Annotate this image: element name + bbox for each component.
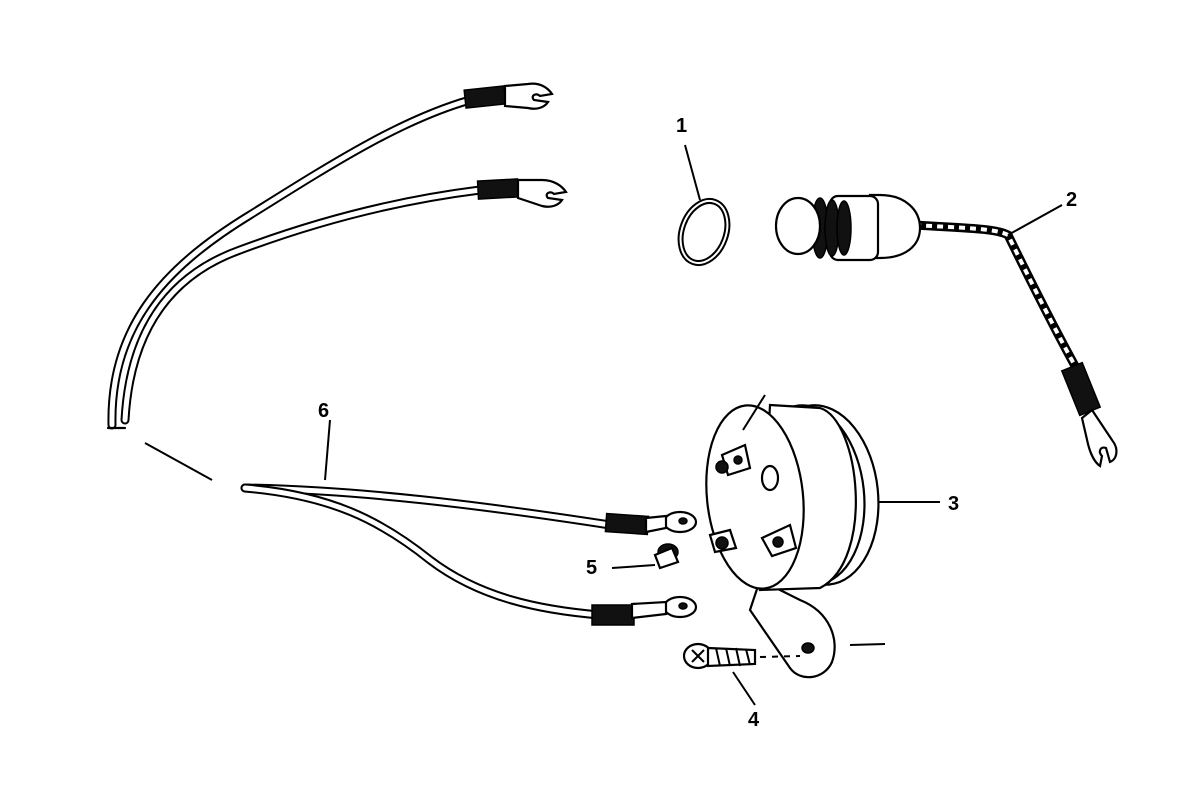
spade-terminal [1080, 408, 1118, 468]
mounting-bracket [748, 578, 836, 679]
terminal-sleeve [463, 85, 507, 109]
spade-terminal [503, 82, 554, 110]
lower-wire-harness [240, 483, 698, 626]
terminal-screw [653, 543, 680, 570]
callout-3: 3 [948, 493, 959, 515]
callout-5: 5 [586, 557, 597, 579]
upper-wire-harness [106, 82, 568, 430]
terminal-sleeve [591, 604, 635, 626]
terminal-sleeve [604, 512, 650, 536]
callout-2: 2 [1066, 189, 1077, 211]
terminal-sleeve [476, 178, 520, 200]
spade-terminal [516, 178, 568, 208]
retaining-ring [677, 198, 731, 266]
mounting-screw [682, 642, 886, 670]
terminal-studs [708, 443, 798, 558]
terminal-sleeve [1060, 361, 1102, 417]
callout-6: 6 [318, 400, 329, 422]
break-line [144, 442, 213, 481]
callout-4: 4 [748, 709, 760, 731]
sending-unit [774, 193, 1118, 468]
callout-1: 1 [676, 115, 687, 137]
gauge-body [705, 394, 880, 679]
leader-lines [324, 144, 1063, 706]
